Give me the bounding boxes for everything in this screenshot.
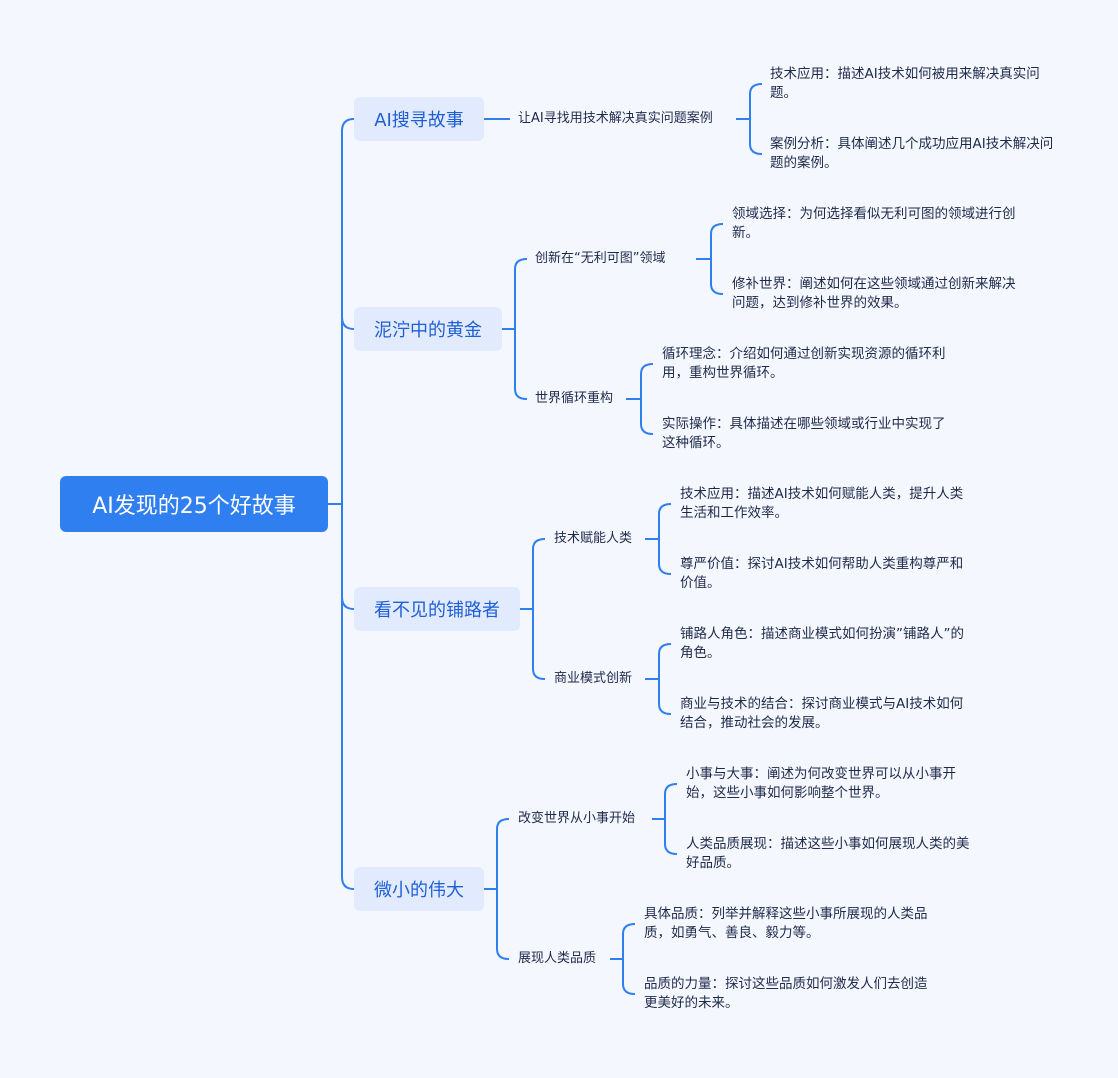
topic-ai-search-stories[interactable]: AI搜寻故事 [354, 97, 484, 141]
subtopic[interactable]: 展现人类品质 [518, 951, 597, 966]
leaf-note[interactable]: 技术应用：描述AI技术如何赋能人类，提升人类生活和工作效率。 [680, 486, 964, 521]
connector-line [658, 643, 672, 715]
connector-line [341, 596, 355, 610]
leaf-note[interactable]: 人类品质展现：描述这些小事如何展现人类的美好品质。 [686, 836, 970, 871]
connector-line [496, 818, 510, 960]
subtopic[interactable]: 改变世界从小事开始 [518, 811, 636, 826]
leaf-note[interactable]: 具体品质：列举并解释这些小事所展现的人类品质，如勇气、善良、毅力等。 [644, 906, 928, 941]
connector-line [622, 923, 636, 995]
connector-line [658, 503, 672, 575]
leaf-note[interactable]: 小事与大事：阐述为何改变世界可以从小事开始，这些小事如何影响整个世界。 [686, 766, 956, 801]
connector-line [532, 538, 546, 680]
leaf-note[interactable]: 案例分析：具体阐述几个成功应用AI技术解决问题的案例。 [770, 136, 1054, 171]
connector-line [749, 83, 763, 155]
connector-line [664, 783, 678, 855]
connector-line [341, 118, 355, 890]
leaf-note[interactable]: 修补世界：阐述如何在这些领域通过创新来解决问题，达到修补世界的效果。 [732, 276, 1016, 311]
subtopic[interactable]: 世界循环重构 [535, 391, 614, 406]
connector-line [341, 316, 355, 330]
connector-line [640, 363, 654, 435]
subtopic[interactable]: 技术赋能人类 [554, 531, 633, 546]
connector-line [710, 223, 724, 295]
leaf-note[interactable]: 尊严价值：探讨AI技术如何帮助人类重构尊严和价值。 [680, 556, 964, 591]
subtopic[interactable]: 商业模式创新 [554, 671, 633, 686]
leaf-note[interactable]: 商业与技术的结合：探讨商业模式与AI技术如何结合，推动社会的发展。 [680, 696, 964, 731]
root-topic[interactable]: AI发现的25个好故事 [60, 476, 328, 532]
leaf-note[interactable]: 领域选择：为何选择看似无利可图的领域进行创新。 [732, 206, 1016, 241]
topic-invisible-pathfinders[interactable]: 看不见的铺路者 [354, 587, 520, 631]
subtopic[interactable]: 让AI寻找用技术解决真实问题案例 [518, 111, 713, 126]
leaf-note[interactable]: 铺路人角色：描述商业模式如何扮演”铺路人”的角色。 [680, 626, 964, 661]
connector-line [514, 258, 528, 400]
leaf-note[interactable]: 品质的力量：探讨这些品质如何激发人们去创造更美好的未来。 [644, 976, 928, 1011]
topic-gold-in-mud[interactable]: 泥泞中的黄金 [354, 307, 502, 351]
leaf-note[interactable]: 实际操作：具体描述在哪些领域或行业中实现了这种循环。 [662, 416, 946, 451]
leaf-note[interactable]: 循环理念：介绍如何通过创新实现资源的循环利用，重构世界循环。 [662, 346, 946, 381]
subtopic[interactable]: 创新在“无利可图”领域 [535, 251, 666, 266]
leaf-note[interactable]: 技术应用：描述AI技术如何被用来解决真实问题。 [770, 66, 1040, 101]
topic-small-greatness[interactable]: 微小的伟大 [354, 867, 484, 911]
